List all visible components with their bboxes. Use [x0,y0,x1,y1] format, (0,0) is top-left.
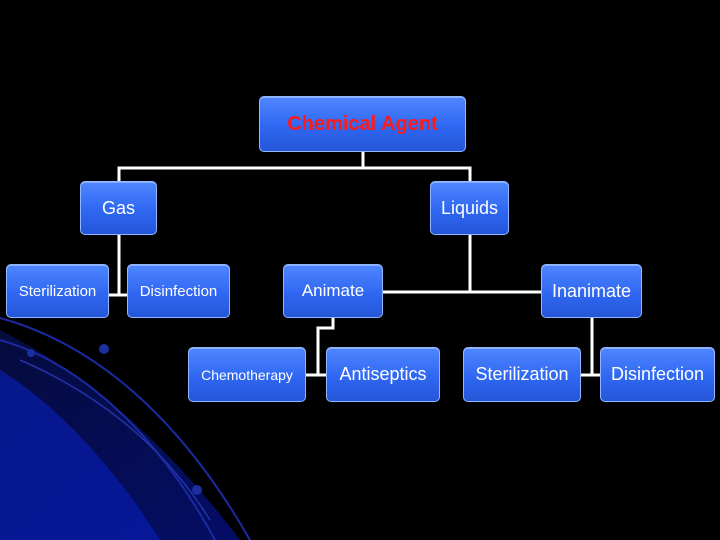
node-chemotherapy-label: Chemotherapy [201,367,293,383]
node-gas-sterilization-label: Sterilization [19,283,97,300]
node-inanimate-disinfection: Disinfection [600,347,715,402]
node-gas-disinfection-label: Disinfection [140,283,218,300]
node-inanimate-disinfection-label: Disinfection [611,364,704,385]
node-chemotherapy: Chemotherapy [188,347,306,402]
node-gas: Gas [80,181,157,235]
connector-root-to-liquids [363,168,470,181]
connector-liquids-to-animate [383,235,470,292]
node-inanimate-sterilization: Sterilization [463,347,581,402]
node-liquids-label: Liquids [441,198,498,219]
node-liquids: Liquids [430,181,509,235]
node-antiseptics-label: Antiseptics [339,364,426,385]
node-gas-sterilization: Sterilization [6,264,109,318]
node-animate-label: Animate [302,281,364,301]
node-chemical-agent: Chemical Agent [259,96,466,152]
node-animate: Animate [283,264,383,318]
node-chemical-agent-label: Chemical Agent [287,113,437,136]
node-gas-disinfection: Disinfection [127,264,230,318]
connector-root-to-children [119,152,363,181]
node-inanimate-label: Inanimate [552,281,631,302]
node-antiseptics: Antiseptics [326,347,440,402]
node-inanimate: Inanimate [541,264,642,318]
node-inanimate-sterilization-label: Sterilization [475,364,568,385]
node-gas-label: Gas [102,198,135,219]
